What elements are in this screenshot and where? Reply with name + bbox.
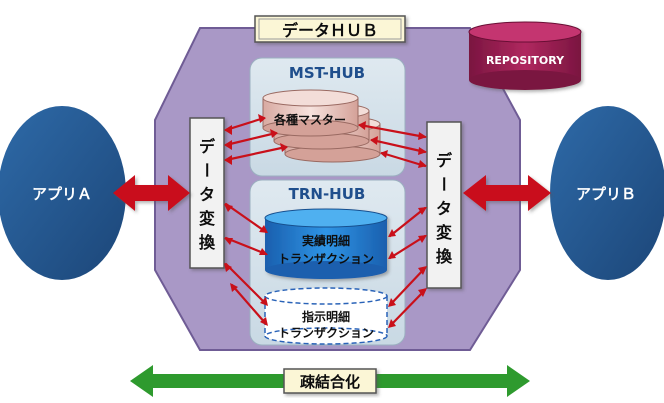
arrow-right-actual-2 [388, 234, 427, 260]
svg-text:デ: デ [199, 137, 216, 156]
instruction-transaction-cylinder: 指示明細 トランザクション [264, 287, 388, 345]
app-a: アプリＡ [0, 106, 126, 280]
converter-right: デ ー タ 変 換 [426, 121, 462, 289]
trn-hub-title: TRN-HUB [289, 185, 366, 203]
arrow-left-master-2 [224, 131, 278, 147]
arrow-right-actual-1 [388, 206, 427, 238]
arrow-right-master-2 [370, 138, 427, 154]
hub-title: データＨＵＢ [254, 15, 406, 43]
big-arrow-right [463, 175, 551, 211]
svg-text:ー: ー [434, 176, 453, 192]
master-cylinder-stack: 各種マスター [262, 89, 381, 163]
connector-arrows-left [224, 116, 288, 326]
loose-coupling-label: 疎結合化 [283, 368, 377, 394]
instruction-line-1: 指示明細 [302, 309, 350, 324]
svg-text:デ: デ [436, 151, 453, 170]
arrow-right-instruction-1 [388, 266, 427, 307]
converter-left: デ ー タ 変 換 [189, 117, 225, 269]
arrow-left-actual-2 [224, 236, 268, 256]
svg-text:疎結合化: 疎結合化 [300, 373, 360, 391]
arrow-right-instruction-2 [388, 288, 427, 328]
arrow-right-master-1 [358, 123, 427, 139]
arrow-right-master-3 [380, 151, 427, 168]
arrow-left-actual-1 [224, 202, 268, 234]
app-a-label: アプリＡ [32, 185, 92, 203]
big-arrow-left [113, 175, 190, 211]
actual-line-1: 実績明細 [302, 233, 350, 248]
svg-text:ー: ー [197, 162, 216, 178]
svg-text:タ: タ [436, 199, 452, 218]
connector-arrowheads-right [358, 121, 427, 328]
app-b-label: アプリＢ [576, 185, 636, 203]
svg-text:タ: タ [199, 185, 215, 204]
svg-text:換: 換 [436, 247, 453, 266]
instruction-line-2: トランザクション [278, 326, 374, 340]
actual-transaction-cylinder: 実績明細 トランザクション [264, 208, 388, 279]
svg-text:REPOSITORY: REPOSITORY [486, 54, 565, 67]
repository-cylinder: REPOSITORY [468, 21, 582, 90]
arrow-left-master-3 [224, 145, 288, 162]
svg-text:データＨＵＢ: データＨＵＢ [282, 21, 378, 40]
connector-arrowheads-left [224, 114, 288, 326]
svg-text:変: 変 [436, 223, 452, 242]
mst-hub-title: MST-HUB [289, 64, 365, 82]
arrow-left-instruction-2 [230, 283, 268, 326]
svg-text:変: 変 [199, 209, 215, 228]
connector-arrows-right [358, 123, 427, 328]
master-label: 各種マスター [273, 112, 346, 127]
app-b: アプリＢ [550, 106, 664, 280]
svg-text:換: 換 [199, 233, 216, 252]
arrow-left-instruction-1 [224, 262, 268, 306]
actual-line-2: トランザクション [278, 252, 374, 266]
arrow-left-master-1 [224, 116, 266, 132]
